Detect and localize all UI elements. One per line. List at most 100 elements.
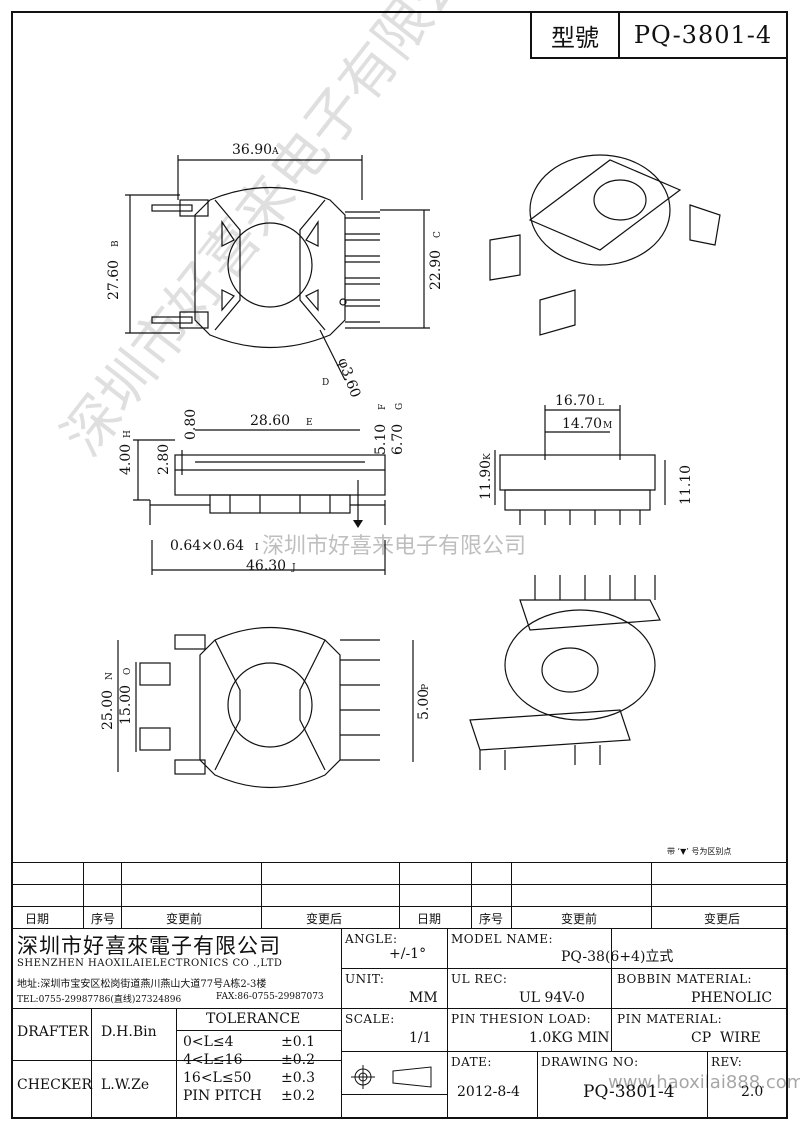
watermark-horizontal: 深圳市好喜来电子有限公司 (262, 534, 527, 559)
dim-K2-value: 11.10 (678, 465, 694, 505)
drafter-label: DRAFTER (17, 1024, 89, 1040)
dim-K-letter: K (483, 453, 493, 460)
company-name-en: SHENZHEN HAOXILAIELECTRONICS CO .,LTD (17, 958, 283, 969)
company-fax: FAX:86-0755-29987073 (216, 992, 324, 1002)
projection-symbol (351, 1065, 432, 1089)
dim-G-letter: G (395, 403, 405, 410)
bottom-view (117, 627, 414, 788)
part-number: PQ-3801-4 (633, 21, 773, 49)
rule (537, 1051, 538, 1118)
dim-H-letter: H (123, 430, 133, 438)
checker-name: L.W.Ze (101, 1077, 150, 1093)
model-label: MODEL NAME: (451, 932, 554, 946)
company-address: 地址:深圳市宝安区松岗街道燕川燕山大道77号A栋2-3楼 (17, 979, 267, 990)
company-name-cn: 深圳市好喜來電子有限公司 (17, 934, 281, 958)
dim-C-letter: C (433, 231, 443, 238)
front-view (133, 429, 386, 575)
rev-after-header-2: 变更后 (704, 912, 741, 926)
model-value: PQ-38(6+4)立式 (561, 949, 674, 965)
scale-label: SCALE: (345, 1012, 395, 1026)
dim-h1-value: 2.80 (156, 444, 172, 475)
dim-I-value: 0.64×0.64 (170, 538, 244, 554)
dim-C-value: 22.90 (428, 250, 444, 290)
dim-L-letter: L (598, 398, 604, 408)
bobbin-material-label: BOBBIN MATERIAL: (617, 972, 753, 986)
dim-A-letter: A (271, 147, 279, 157)
pin-material-label: PIN MATERIAL: (617, 1012, 723, 1026)
rule (471, 862, 472, 928)
dim-J-value: 46.30 (246, 558, 286, 574)
tolerance-range-4: PIN PITCH (183, 1088, 262, 1104)
tolerance-value-1: ±0.1 (281, 1034, 315, 1050)
difference-marker (353, 520, 363, 528)
ul-rec-label: UL REC: (451, 972, 508, 986)
title-label: 型號 (532, 13, 620, 57)
dim-A-value: 36.90 (232, 142, 272, 158)
dim-F-letter: F (378, 404, 388, 410)
isometric-top (489, 154, 721, 336)
rule (11, 1118, 788, 1119)
date-label: DATE: (451, 1055, 492, 1069)
dim-D-value: φ3.60 (334, 356, 363, 400)
title-block: 型號 PQ-3801-4 (530, 11, 788, 59)
rev-value: 2.0 (741, 1084, 764, 1100)
company-tel: TEL:0755-29987786(直线)27324896 (17, 995, 182, 1005)
date-value: 2012-8-4 (457, 1084, 520, 1100)
dim-M-value: 14.70 (562, 416, 602, 432)
scale-value: 1/1 (409, 1030, 432, 1046)
rule (176, 1008, 177, 1118)
isometric-bottom (469, 575, 661, 770)
dim-F-value: 5.10 (373, 424, 389, 455)
checker-label: CHECKER (17, 1077, 93, 1093)
tolerance-value-4: ±0.2 (281, 1088, 315, 1104)
technical-drawing: 36.90 A 27.60 B 22.90 C φ3.60 D 28.60 E … (100, 142, 721, 788)
unit-label: UNIT: (345, 972, 385, 986)
dim-M-letter: M (603, 421, 612, 431)
rule (176, 1030, 341, 1031)
tolerance-title: TOLERANCE (206, 1011, 301, 1027)
rule (11, 928, 788, 929)
tolerance-range-1: 0<L≤4 (183, 1034, 234, 1050)
rev-date-header-1: 日期 (25, 912, 50, 926)
rev-before-header-1: 变更前 (166, 912, 203, 926)
rule (261, 862, 262, 928)
rule (83, 862, 84, 928)
rule (707, 1051, 708, 1118)
dim-P-value: 5.00 (416, 689, 432, 720)
angle-value: +/-1° (389, 946, 427, 962)
dim-E-letter: E (306, 418, 313, 428)
rev-after-header-1: 变更后 (306, 912, 343, 926)
side-view (494, 405, 666, 525)
dim-O-value: 15.00 (118, 685, 134, 725)
dim-I-letter: I (255, 543, 259, 553)
dim-N-letter: N (105, 672, 115, 680)
rule (121, 862, 122, 928)
tolerance-range-3: 16<L≤50 (183, 1070, 252, 1086)
drawing-no-label: DRAWING NO: (541, 1055, 639, 1069)
dim-h2-value: 0.80 (183, 409, 199, 440)
bobbin-material-value: PHENOLIC (691, 990, 773, 1006)
rule (11, 1008, 788, 1009)
rule (447, 928, 448, 1118)
dim-P-letter: P (421, 684, 431, 690)
tolerance-range-2: 4<L≤16 (183, 1052, 243, 1068)
dim-H-value: 4.00 (118, 444, 134, 475)
rev-label: REV: (711, 1055, 743, 1069)
dim-B-value: 27.60 (106, 260, 122, 300)
top-view (125, 155, 430, 381)
rev-before-header-2: 变更前 (561, 912, 598, 926)
dim-D-letter: D (322, 378, 329, 388)
rule (651, 862, 652, 928)
dim-L-value: 16.70 (555, 393, 595, 409)
rule (341, 1094, 447, 1095)
pin-material-value: CP WIRE (691, 1030, 761, 1046)
dim-O-letter: O (123, 668, 133, 675)
pin-tension-label: PIN THESION LOAD: (451, 1012, 592, 1026)
tolerance-value-2: ±0.2 (281, 1052, 315, 1068)
ul-rec-value: UL 94V-0 (519, 990, 585, 1006)
dim-G-value: 6.70 (390, 424, 406, 455)
difference-note: 带 ‘▼’ 号为区别点 (667, 847, 732, 856)
drafter-name: D.H.Bin (101, 1024, 157, 1040)
dim-J-letter: J (291, 563, 296, 573)
rule (341, 968, 788, 969)
